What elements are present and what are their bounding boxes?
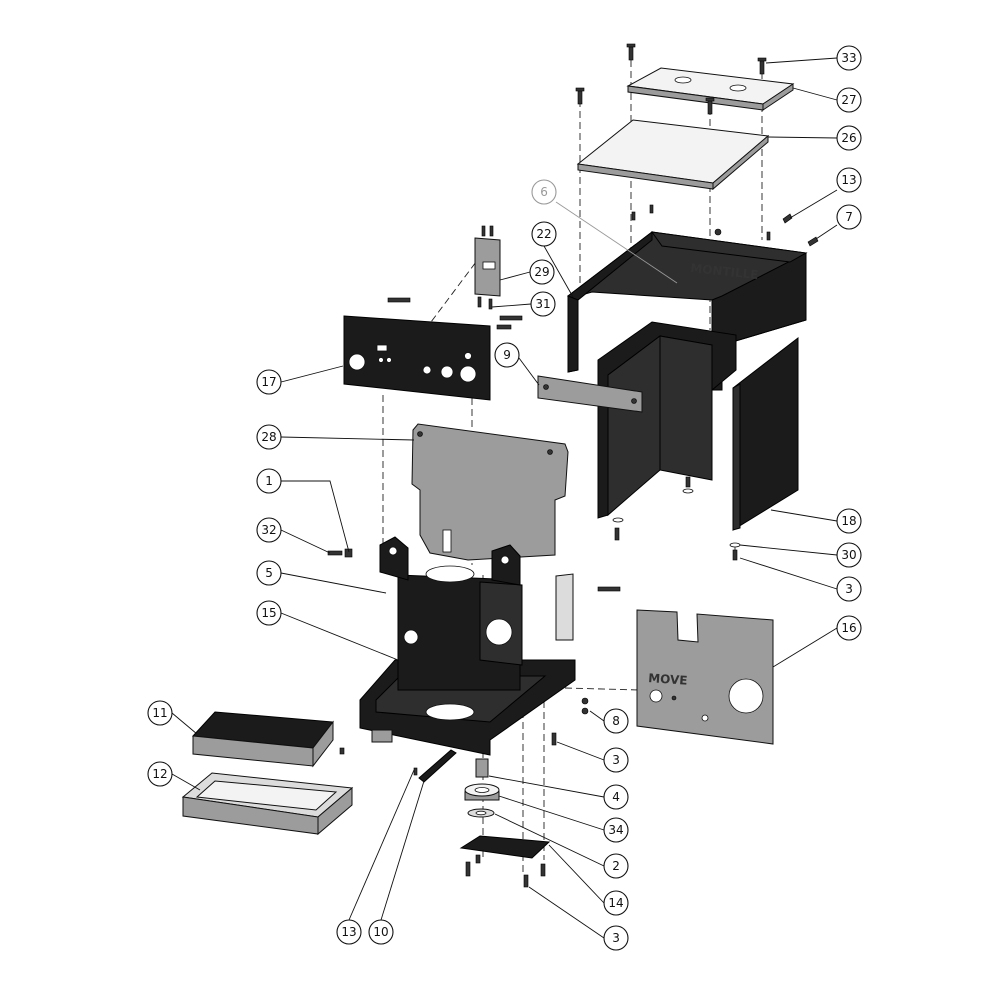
part-28-inner-plate <box>411 423 569 561</box>
screws-13-7 <box>631 204 819 247</box>
callout-12: 12 <box>147 761 173 787</box>
callout-4: 4 <box>603 784 629 810</box>
callout-17: 17 <box>256 369 282 395</box>
callout-13-bottom: 13 <box>336 919 362 945</box>
leader-lines <box>171 57 838 939</box>
callout-28-label: 28 <box>261 430 276 444</box>
callout-22-label: 22 <box>536 227 551 241</box>
callout-3-lower: 3 <box>603 925 629 951</box>
callout-16-label: 16 <box>841 621 856 635</box>
callout-15: 15 <box>256 600 282 626</box>
callout-7: 7 <box>836 204 862 230</box>
callout-14-label: 14 <box>608 896 623 910</box>
callout-8-label: 8 <box>612 714 620 728</box>
callout-10: 10 <box>368 919 394 945</box>
callout-4-label: 4 <box>612 790 620 804</box>
part-27-top-plate <box>626 67 795 111</box>
part-9-front-strip <box>537 375 643 413</box>
callout-8: 8 <box>603 708 629 734</box>
callout-26-label: 26 <box>841 131 856 145</box>
callout-1-label: 1 <box>265 474 273 488</box>
callout-31-label: 31 <box>535 297 550 311</box>
callout-15-label: 15 <box>261 606 276 620</box>
callout-27: 27 <box>836 87 862 113</box>
part-11-drip-tray <box>191 711 345 768</box>
callout-3-middle-label: 3 <box>612 753 620 767</box>
part-17-control-panel <box>343 315 491 401</box>
callout-7-label: 7 <box>845 210 853 224</box>
callout-29: 29 <box>529 259 555 285</box>
callout-17-label: 17 <box>261 375 276 389</box>
callout-3-middle: 3 <box>603 747 629 773</box>
callout-29-label: 29 <box>534 265 549 279</box>
callout-11: 11 <box>147 700 173 726</box>
callout-30: 30 <box>836 542 862 568</box>
callout-22: 22 <box>531 221 557 247</box>
callout-3-upper-label: 3 <box>845 582 853 596</box>
callout-2: 2 <box>603 853 629 879</box>
callout-26: 26 <box>836 125 862 151</box>
callout-13-top-label: 13 <box>841 173 856 187</box>
callout-2-label: 2 <box>612 859 620 873</box>
callout-16: 16 <box>836 615 862 641</box>
screws-18 <box>612 517 741 561</box>
callout-27-label: 27 <box>841 93 856 107</box>
callout-5: 5 <box>256 560 282 586</box>
part-29-bracket <box>474 225 501 310</box>
callout-33-label: 33 <box>841 51 856 65</box>
callout-13-top: 13 <box>836 167 862 193</box>
callout-3-lower-label: 3 <box>612 931 620 945</box>
callout-31: 31 <box>530 291 556 317</box>
callout-18: 18 <box>836 508 862 534</box>
callout-14: 14 <box>603 890 629 916</box>
callout-18-label: 18 <box>841 514 856 528</box>
callout-10-label: 10 <box>373 925 388 939</box>
callout-9-label: 9 <box>503 348 511 362</box>
screws-33 <box>575 43 767 115</box>
callout-3-upper: 3 <box>836 576 862 602</box>
foot-assembly <box>459 758 551 888</box>
part-18-lower-shell <box>597 321 799 531</box>
callout-9: 9 <box>494 342 520 368</box>
callout-30-label: 30 <box>841 548 856 562</box>
callout-32-label: 32 <box>261 523 276 537</box>
part-15-frame <box>359 536 576 756</box>
part-22-top-shell: MONTILLE <box>566 230 808 391</box>
callout-32: 32 <box>256 517 282 543</box>
callout-6: 6 <box>531 179 557 205</box>
callout-34-label: 34 <box>608 823 623 837</box>
callout-5-label: 5 <box>265 566 273 580</box>
callout-28: 28 <box>256 424 282 450</box>
screws-31 <box>387 297 523 330</box>
callout-13-bottom-label: 13 <box>341 925 356 939</box>
callout-6-label: 6 <box>540 185 548 199</box>
part-10-strip <box>413 749 457 783</box>
callout-12-label: 12 <box>152 767 167 781</box>
callout-34: 34 <box>603 817 629 843</box>
side-panel-engraving: MOVE <box>648 671 688 688</box>
part-16-side-panel: MOVE <box>636 609 774 745</box>
callout-33: 33 <box>836 45 862 71</box>
callout-11-label: 11 <box>152 706 167 720</box>
part-26-plate <box>576 119 770 191</box>
part-12-tray-frame <box>181 772 354 836</box>
screws-8-3 <box>551 697 589 746</box>
callout-1: 1 <box>256 468 282 494</box>
